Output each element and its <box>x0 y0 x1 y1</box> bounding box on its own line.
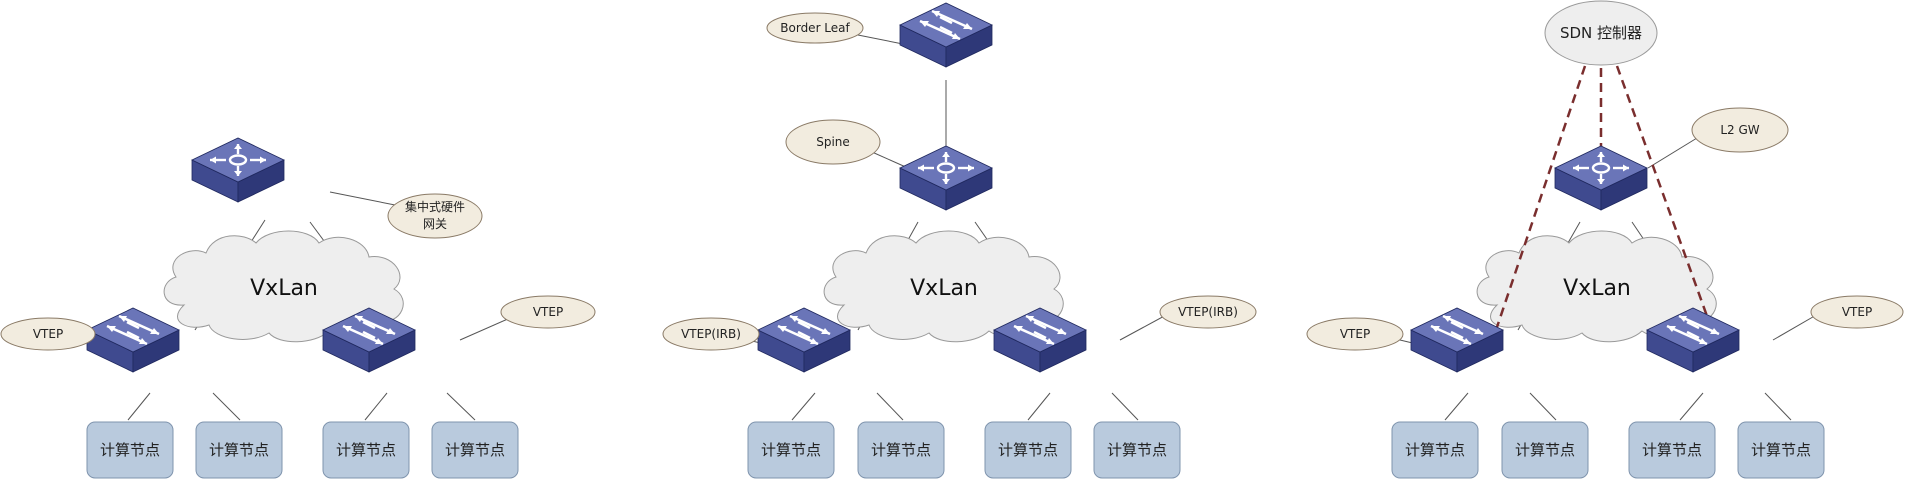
cloud-label: VxLan <box>910 276 978 301</box>
compute-nodes: 计算节点 计算节点 计算节点 计算节点 <box>747 421 1181 479</box>
compute-nodes: 计算节点 计算节点 计算节点 计算节点 <box>86 421 519 479</box>
spine-bubble: Spine <box>785 119 881 165</box>
right-leaf-bubble: VTEP <box>500 295 596 329</box>
switch-icon <box>899 2 993 68</box>
switch-icon <box>86 307 180 373</box>
switch-icon <box>1410 307 1504 373</box>
compute-nodes: 计算节点 计算节点 计算节点 计算节点 <box>1391 421 1825 479</box>
compute-node-label: 计算节点 <box>1405 441 1465 459</box>
switch-icon <box>757 307 851 373</box>
border-leaf-label: Border Leaf <box>780 21 850 35</box>
border-leaf-bubble: Border Leaf <box>766 12 864 44</box>
cloud-label: VxLan <box>1563 276 1631 301</box>
dashed-link-left-leaf <box>1494 65 1587 331</box>
panel-centralized-gateway: VxLan 集中式硬件 网关 VTEP VTEP 计算节点 <box>0 137 596 479</box>
compute-node-label: 计算节点 <box>1751 441 1811 459</box>
right-leaf-bubble: VTEP(IRB) <box>1159 295 1257 329</box>
link-node-2 <box>1529 392 1557 421</box>
compute-node-label: 计算节点 <box>1642 441 1702 459</box>
link-right-leaf-bubble <box>1119 313 1169 341</box>
left-leaf-bubble: VTEP(IRB) <box>662 317 760 351</box>
gateway-label-line1: 集中式硬件 <box>405 199 465 214</box>
vxlan-cloud: VxLan <box>163 230 404 343</box>
compute-node-label: 计算节点 <box>209 441 269 459</box>
left-leaf-bubble: VTEP <box>0 317 96 351</box>
compute-node: 计算节点 <box>1628 421 1716 479</box>
router-icon <box>1554 145 1648 211</box>
compute-node-label: 计算节点 <box>871 441 931 459</box>
link-node-1 <box>791 392 816 421</box>
compute-node: 计算节点 <box>747 421 835 479</box>
compute-node: 计算节点 <box>857 421 945 479</box>
compute-node-label: 计算节点 <box>445 441 505 459</box>
sdn-controller-bubble: SDN 控制器 <box>1544 0 1658 66</box>
link-node-1 <box>1444 392 1469 421</box>
left-leaf-label: VTEP(IRB) <box>681 327 741 341</box>
panel-spine-leaf: VxLan Border Leaf Spine VTEP(IRB) VTEP(I… <box>662 2 1257 479</box>
gateway-label-line2: 网关 <box>423 217 447 231</box>
switch-icon <box>322 307 416 373</box>
spine-label: Spine <box>816 135 850 149</box>
compute-node-label: 计算节点 <box>1107 441 1167 459</box>
right-leaf-label: VTEP <box>533 305 563 319</box>
gateway-bubble: 集中式硬件 网关 <box>387 193 483 239</box>
left-leaf-label: VTEP <box>33 327 63 341</box>
left-leaf-bubble: VTEP <box>1306 317 1404 351</box>
compute-node: 计算节点 <box>431 421 519 479</box>
compute-node-label: 计算节点 <box>336 441 396 459</box>
right-leaf-label: VTEP(IRB) <box>1178 305 1238 319</box>
link-node-1 <box>127 392 151 421</box>
router-icon <box>899 145 993 211</box>
left-leaf-label: VTEP <box>1340 327 1370 341</box>
link-gateway-bubble <box>329 191 396 206</box>
l2-gw-label: L2 GW <box>1720 123 1759 137</box>
link-node-2 <box>876 392 904 421</box>
link-node-4 <box>1111 392 1139 421</box>
compute-node: 计算节点 <box>195 421 283 479</box>
controller-label: SDN 控制器 <box>1560 24 1642 42</box>
link-node-4 <box>446 392 476 421</box>
link-node-3 <box>1679 392 1704 421</box>
compute-node: 计算节点 <box>322 421 410 479</box>
link-gateway-bubble <box>1647 137 1698 169</box>
compute-node: 计算节点 <box>86 421 174 479</box>
link-right-leaf-bubble <box>1772 313 1819 341</box>
compute-node: 计算节点 <box>984 421 1072 479</box>
l2-gw-bubble: L2 GW <box>1691 107 1789 153</box>
link-node-3 <box>364 392 388 421</box>
switch-icon <box>1646 307 1740 373</box>
compute-node: 计算节点 <box>1093 421 1181 479</box>
dashed-link-right-leaf <box>1615 65 1714 331</box>
link-node-4 <box>1764 392 1792 421</box>
right-leaf-label: VTEP <box>1842 305 1872 319</box>
switch-icon <box>993 307 1087 373</box>
compute-node-label: 计算节点 <box>998 441 1058 459</box>
compute-node: 计算节点 <box>1737 421 1825 479</box>
link-right-leaf-bubble <box>459 317 511 341</box>
link-spine-bubble <box>871 151 909 169</box>
vxlan-cloud: VxLan <box>823 230 1064 343</box>
link-node-3 <box>1027 392 1051 421</box>
panel-sdn-controller: VxLan SDN 控制器 L2 GW VTEP VTEP <box>1306 0 1904 479</box>
cloud-label: VxLan <box>250 276 318 301</box>
router-icon <box>191 137 285 203</box>
compute-node: 计算节点 <box>1391 421 1479 479</box>
compute-node-label: 计算节点 <box>1515 441 1575 459</box>
link-node-2 <box>212 392 241 421</box>
vxlan-cloud: VxLan <box>1476 230 1717 343</box>
compute-node-label: 计算节点 <box>761 441 821 459</box>
compute-node-label: 计算节点 <box>100 441 160 459</box>
right-leaf-bubble: VTEP <box>1810 295 1904 329</box>
compute-node: 计算节点 <box>1501 421 1589 479</box>
